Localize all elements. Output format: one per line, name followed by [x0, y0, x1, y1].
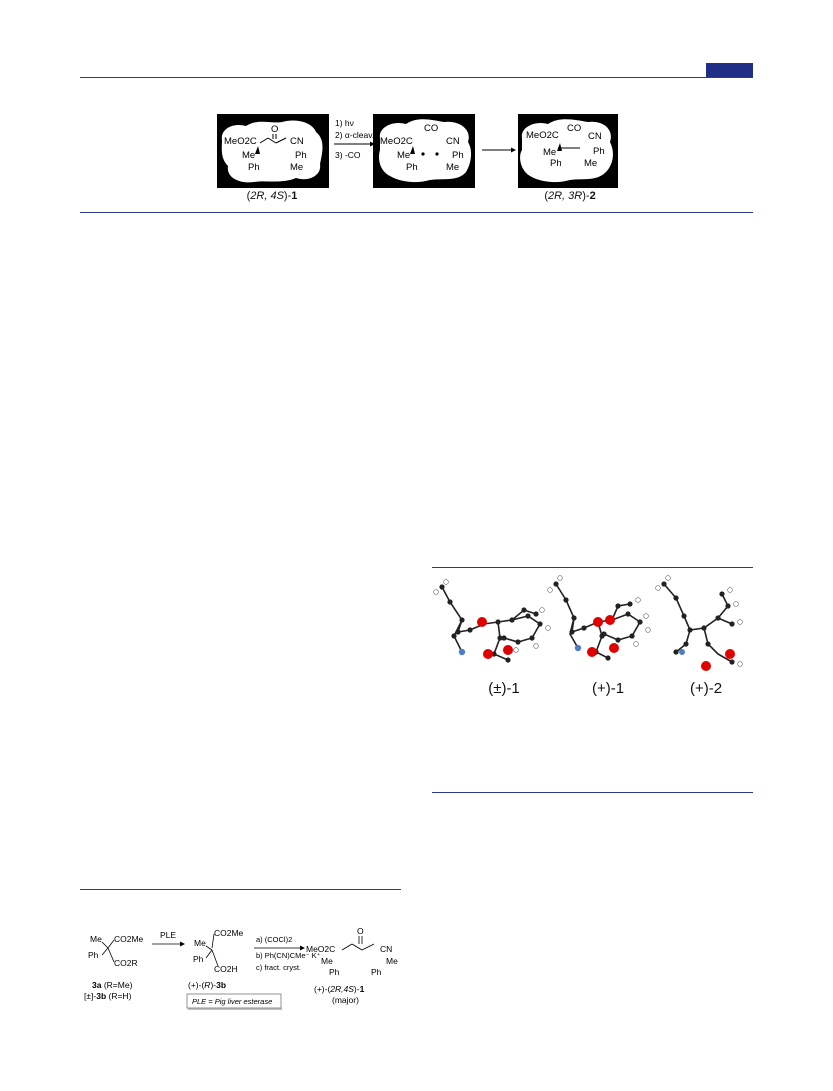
- p1-cn: CN: [290, 136, 304, 147]
- s-me: Me: [90, 934, 102, 944]
- p1-o: O: [271, 124, 278, 135]
- p2-ph-right: Ph: [452, 150, 464, 161]
- pr-ph-left: Ph: [329, 967, 340, 977]
- panel-1-ketone: MeO2C O CN Me Ph Ph Me: [217, 114, 329, 188]
- pr-ph-right: Ph: [371, 967, 382, 977]
- p3-me-right: Me: [584, 158, 597, 169]
- s-ph: Ph: [88, 950, 99, 960]
- m-co2me: CO2Me: [214, 928, 244, 938]
- step-2: 2) α-cleav.: [335, 130, 374, 140]
- scheme-bottom-rule: [80, 212, 753, 213]
- s-co2r: CO2R: [114, 958, 138, 968]
- pr-meo2c: MeO2C: [306, 944, 335, 954]
- step-conditions: 1) hν 2) α-cleav. 3) -CO: [334, 118, 375, 160]
- p2-cn: CN: [446, 136, 460, 147]
- m-me: Me: [194, 938, 206, 948]
- step-3: 3) -CO: [335, 150, 361, 160]
- label-2R3R-2: (2R, 3R)-2: [544, 190, 596, 202]
- panel-3-product: CO MeO2C CN Me Ph Ph Me: [518, 114, 618, 188]
- cap-product-1: (+)-(2R,4S)-1: [314, 984, 365, 994]
- p2-ph-left: Ph: [406, 162, 418, 173]
- s-co2me: CO2Me: [114, 934, 144, 944]
- panel-2-radical-pair: CO MeO2C CN Me Ph Ph Me: [373, 114, 475, 188]
- p1-ph-left: Ph: [248, 162, 260, 173]
- p1-ph-right: Ph: [295, 150, 307, 161]
- caption-racemic-1: (±)-1: [488, 680, 520, 697]
- p2-co: CO: [424, 123, 438, 134]
- m-co2h: CO2H: [214, 964, 238, 974]
- p3-ph-right: Ph: [593, 146, 605, 157]
- p3-me-left: Me: [543, 147, 556, 158]
- reagent-b: b) Ph(CN)CMe⁻ K⁺: [256, 951, 321, 960]
- p3-co: CO: [567, 123, 581, 134]
- step-1: 1) hν: [335, 118, 354, 128]
- cap-3b: [±]-3b (R=H): [84, 991, 132, 1001]
- p1-meo2c: MeO2C: [224, 136, 257, 147]
- header-rule: [80, 77, 753, 78]
- p3-cn: CN: [588, 131, 602, 142]
- pr-cn: CN: [380, 944, 392, 954]
- header-tab: [706, 63, 753, 77]
- xray-structures: [432, 572, 753, 682]
- p2-me-left: Me: [397, 150, 410, 161]
- caption-plus-2: (+)-2: [689, 680, 723, 697]
- pr-me-left: Me: [321, 956, 333, 966]
- cap-3a: 3a (R=Me): [92, 980, 133, 990]
- p3-ph-left: Ph: [550, 158, 562, 169]
- m-ph: Ph: [193, 954, 204, 964]
- caption-plus-1: (+)-1: [591, 680, 625, 697]
- reagent-c: c) fract. cryst.: [256, 963, 301, 972]
- p3-meo2c: MeO2C: [526, 130, 559, 141]
- top-scheme: MeO2C O CN Me Ph Ph Me 1) hν 2) α-cleav.…: [210, 110, 630, 200]
- bottom-scheme-rule: [80, 889, 401, 890]
- cap-major: (major): [332, 995, 359, 1005]
- ple-note: PLE = Pig liver esterase: [192, 997, 272, 1006]
- p1-me-left: Me: [242, 150, 255, 161]
- figure-top-rule: [432, 567, 753, 568]
- reagent-a: a) (COCl)2: [256, 935, 292, 944]
- cap-R-3b: (+)-(R)-3b: [188, 980, 226, 990]
- pr-me-right: Me: [386, 956, 398, 966]
- p2-me-right: Me: [446, 162, 459, 173]
- figure-bottom-rule: [432, 792, 753, 793]
- ple-label: PLE: [160, 930, 176, 940]
- p1-me-right: Me: [290, 162, 303, 173]
- pr-o: O: [357, 926, 364, 936]
- resolution-scheme: Me CO2Me Ph CO2R PLE CO2Me Me Ph CO2H a)…: [80, 922, 410, 1020]
- p2-meo2c: MeO2C: [380, 136, 413, 147]
- label-2R4S-1: (2R, 4S)-1: [246, 190, 298, 202]
